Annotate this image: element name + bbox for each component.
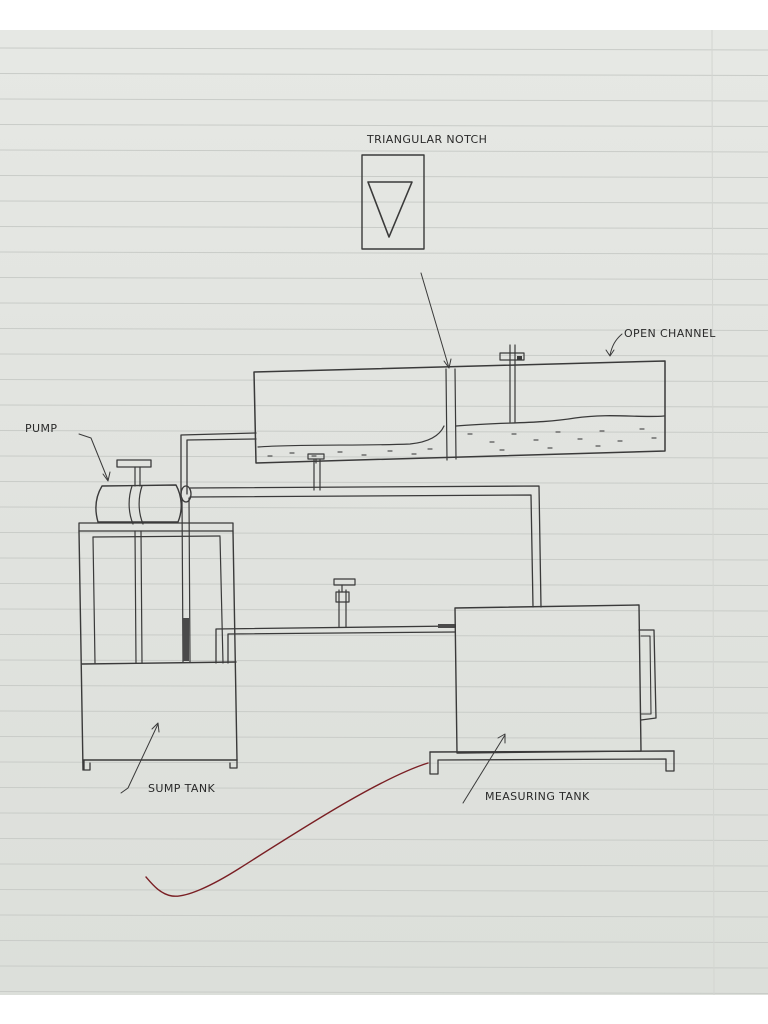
ruled-line [0, 506, 768, 510]
ruled-line [0, 277, 768, 280]
ruled-line [0, 685, 768, 688]
ruled-line [0, 47, 768, 51]
ruled-line [0, 787, 768, 790]
ruled-line [0, 379, 768, 382]
ruled-line [0, 812, 768, 816]
ruled-line [0, 583, 768, 586]
measuring-tank: MEASURING TANK [429, 604, 675, 804]
ruled-line [0, 991, 768, 994]
triangular-notch-detail: TRIANGULAR NOTCH [361, 133, 487, 369]
ruled-line [0, 200, 768, 204]
flow-apparatus-diagram: TRIANGULAR NOTCH [0, 30, 768, 995]
ruled-line [0, 838, 768, 841]
triangular-notch-label: TRIANGULAR NOTCH [366, 133, 487, 146]
ruled-line [0, 404, 768, 408]
ruled-line [0, 634, 768, 637]
ruled-line [0, 430, 768, 433]
red-ink-stroke [145, 762, 429, 897]
ruled-line [0, 481, 768, 484]
pump-label: PUMP [25, 422, 57, 435]
drain-pipe [215, 578, 456, 664]
margin-line [711, 30, 715, 995]
ruled-line [0, 124, 768, 127]
ruled-line [0, 761, 768, 765]
ruled-line [0, 965, 768, 969]
ruled-line [0, 889, 768, 892]
ruled-line [0, 353, 768, 357]
ruled-line [0, 328, 768, 331]
sump-tank: SUMP TANK [78, 497, 238, 795]
ruled-line [0, 149, 768, 153]
ruled-line [0, 659, 768, 663]
ruled-line [0, 608, 768, 612]
pump: PUMP [25, 422, 192, 525]
ruled-line [0, 557, 768, 561]
open-channel-label: OPEN CHANNEL [624, 327, 716, 340]
ruled-line [0, 940, 768, 943]
ruled-line [0, 863, 768, 867]
open-channel: OPEN CHANNEL [253, 327, 716, 464]
ruled-line [0, 914, 768, 918]
return-pipe [189, 453, 542, 608]
ruled-line [0, 226, 768, 229]
measuring-tank-label: MEASURING TANK [485, 790, 590, 803]
ruled-line [0, 251, 768, 255]
ruled-line [0, 302, 768, 306]
ruled-line [0, 73, 768, 76]
ruled-line [0, 710, 768, 714]
ruled-line [0, 175, 768, 178]
delivery-pipe [180, 432, 257, 495]
ruled-line [0, 455, 768, 459]
ruled-lines [0, 30, 768, 995]
ruled-line [0, 98, 768, 102]
ruled-line [0, 532, 768, 535]
notebook-page: TRIANGULAR NOTCH [0, 30, 768, 995]
sump-tank-label: SUMP TANK [148, 782, 215, 795]
ruled-line [0, 736, 768, 739]
